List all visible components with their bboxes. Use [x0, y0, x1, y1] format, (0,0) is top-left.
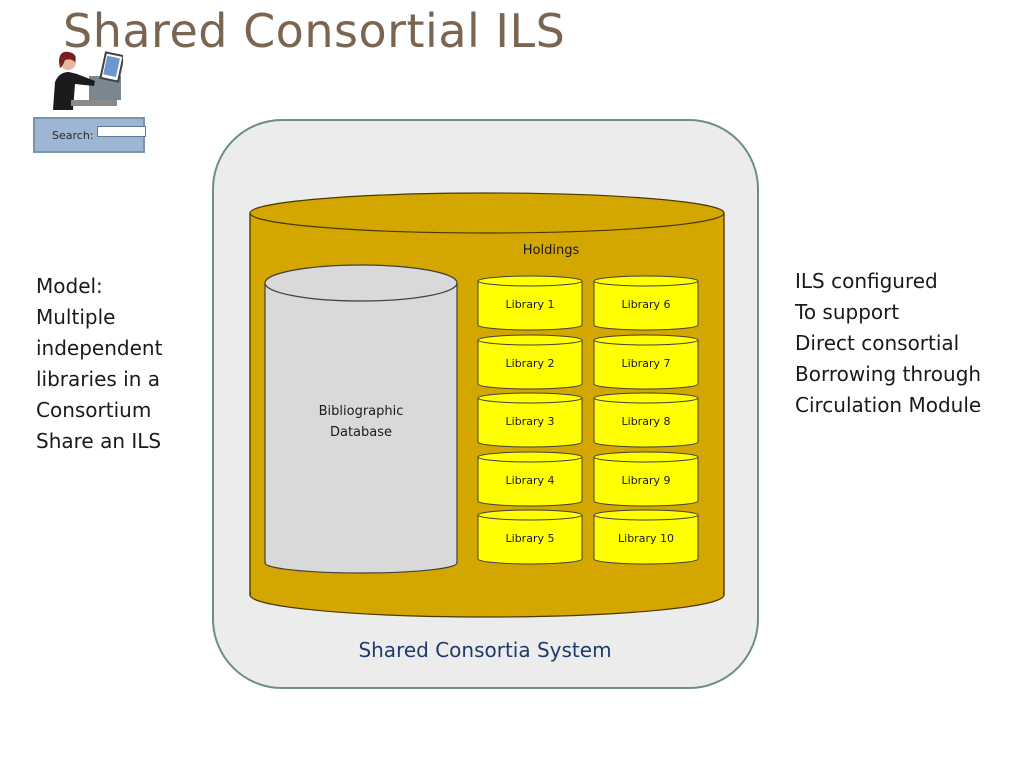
ils-configuration-description: ILS configured To support Direct consort…: [795, 269, 982, 417]
library-cylinder: Library 6: [593, 275, 699, 331]
library-cylinder: Library 2: [477, 334, 583, 390]
library-cylinder: Library 9: [593, 451, 699, 507]
library-label: Library 10: [618, 532, 674, 545]
library-cylinder: Library 8: [593, 392, 699, 448]
library-cylinder: Library 10: [593, 509, 699, 565]
library-label: Library 4: [506, 474, 555, 487]
database-label-line-1: Bibliographic: [319, 404, 404, 419]
holdings-label: Holdings: [523, 243, 580, 258]
library-label: Library 5: [506, 532, 555, 545]
library-label: Library 3: [506, 415, 555, 428]
library-cylinder: Library 1: [477, 275, 583, 331]
library-cylinder: Library 3: [477, 392, 583, 448]
library-cylinder: Library 5: [477, 509, 583, 565]
page-title: Shared Consortial ILS: [63, 4, 566, 58]
library-label: Library 8: [622, 415, 671, 428]
library-label: Library 1: [506, 298, 555, 311]
library-label: Library 6: [622, 298, 671, 311]
model-description: Model: Multiple independent libraries in…: [36, 274, 163, 453]
shared-system-label: Shared Consortia System: [358, 638, 612, 662]
search-label: Search:: [52, 129, 94, 142]
bibliographic-database-cylinder: [264, 264, 458, 574]
search-panel: Search:: [33, 117, 146, 153]
database-label-line-2: Database: [330, 425, 392, 440]
library-label: Library 9: [622, 474, 671, 487]
library-label: Library 2: [506, 357, 555, 370]
library-cylinder: Library 4: [477, 451, 583, 507]
user-at-computer-icon: [45, 48, 123, 110]
search-input[interactable]: [97, 126, 146, 137]
library-cylinders: Library 1 Library 2 Library 3 Library 4 Libr…: [477, 275, 699, 565]
library-label: Library 7: [622, 357, 671, 370]
library-cylinder: Library 7: [593, 334, 699, 390]
